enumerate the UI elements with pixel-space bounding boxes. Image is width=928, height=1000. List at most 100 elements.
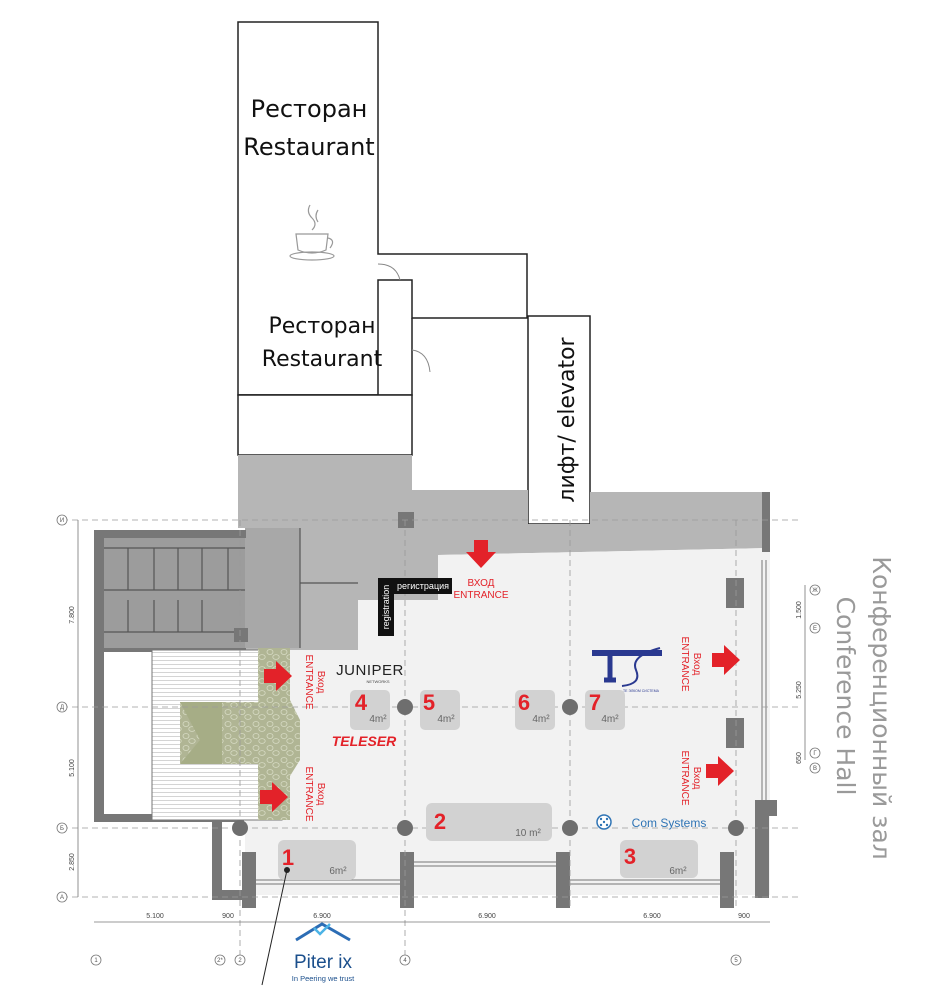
booth-area: 6m² [669,866,687,877]
entrance-right-upper: Вход ENTRANCE [679,636,740,692]
coffee-cup-icon [289,204,335,261]
entrance-right-upper-ru: Вход [691,653,702,676]
dim-left-3: 2.850 [69,853,76,871]
conference-hall-label: Конференционный зал Conference Hall [831,556,896,860]
conference-hall-ru: Конференционный зал [867,556,896,860]
teleser-logo: TELESER [332,733,397,749]
entrance-right-lower-ru: Вход [691,767,702,790]
axis-markers: И Д Б А Ж Е Г В 1 2* 2 4 5 [56,514,821,966]
dimension-lines [77,520,806,923]
booth-4[interactable]: 4 4m² [350,690,390,730]
axis-row-2: Д [60,705,64,711]
dim-bottom-1: 5.100 [146,913,164,920]
axis-row-4: А [60,895,64,901]
registration-en: registration [381,585,391,630]
booth-2[interactable]: 2 10 m² [426,803,552,841]
juniper-sub: NETWORKS [366,679,389,684]
axis-col-3: 2 [238,958,242,964]
dim-left-2: 5.100 [69,759,76,777]
restaurant-lower-en: Restaurant [262,347,383,372]
axis-row-1: И [60,518,64,524]
axis-right-2: Е [813,626,817,632]
dim-bottom-4: 6.900 [478,913,496,920]
juniper-logo: JUNIPER NETWORKS [336,662,404,684]
booth-number: 6 [518,690,530,715]
booth-3[interactable]: 3 6m² [620,840,698,878]
restaurant-lower-label: Ресторан Restaurant [262,314,383,372]
elevator-shaft [527,315,591,525]
booth-5[interactable]: 5 4m² [420,690,460,730]
booth-number: 1 [282,845,294,870]
entrance-arrow [264,661,292,691]
column [397,699,413,715]
comsystems-logo: Com Systems [596,814,706,830]
booth-area: 4m² [437,714,455,725]
booth-area: 4m² [532,714,550,725]
entrance-arrow [260,782,288,812]
booth-1[interactable]: 1 6m² [278,840,356,880]
dim-right-3: 650 [796,752,803,764]
entrance-arrow [706,756,734,786]
column [232,820,248,836]
walls [94,492,777,908]
entrance-arrow [466,540,496,568]
dim-bottom-6: 900 [738,913,750,920]
main-hall [245,548,770,895]
juniper-name: JUNIPER [336,662,404,679]
entrance-arrow [712,645,740,675]
column [728,820,744,836]
entrance-left-lower-ru: Вход [315,783,326,806]
booth-area: 4m² [601,714,619,725]
entrance-left-lower-en: ENTRANCE [303,766,314,821]
axis-row-3: Б [60,826,64,832]
elevator-label: лифт/ elevator [555,336,580,502]
axis-col-4: 4 [403,958,407,964]
dim-right-2: 5.250 [796,681,803,699]
booth-number: 2 [434,809,446,834]
column [562,699,578,715]
registration-desk: регистрация registration [378,578,452,636]
booth-number: 3 [624,844,636,869]
entrance-right-lower-en: ENTRANCE [679,750,690,805]
tc-logo: ТЕ ЭЛКОМ СИСТЕМА [592,647,662,693]
piterix-pointer-dot [284,867,290,873]
piterix-logo: Piter ix In Peering we trust [292,922,355,983]
entrance-left-upper-ru: Вход [315,671,326,694]
tc-caption: ТЕ ЭЛКОМ СИСТЕМА [623,689,660,693]
axis-col-5: 5 [734,958,738,964]
booth-number: 4 [355,690,368,715]
booth-6[interactable]: 6 4m² [515,690,555,730]
entrance-top-en: ENTRANCE [453,590,508,601]
restaurant-upper-label: Ресторан Restaurant [243,95,374,161]
axis-right-3: Г [813,751,817,757]
booth-number: 7 [589,690,601,715]
entrance-right-lower: Вход ENTRANCE [679,750,734,806]
column [562,820,578,836]
axis-right-1: Ж [812,588,818,594]
toilet-block [104,528,358,648]
entrance-left-upper-en: ENTRANCE [303,654,314,709]
conference-hall-en: Conference Hall [831,597,860,796]
booth-7[interactable]: 7 4m² [585,690,625,730]
axis-right-4: В [813,766,817,772]
columns [232,699,744,836]
piterix-tagline: In Peering we trust [292,974,355,983]
column [397,820,413,836]
booth-area: 6m² [329,866,347,877]
restaurant-lower-ru: Ресторан [268,314,375,339]
corridor-area [94,455,770,650]
entrance-right-upper-en: ENTRANCE [679,636,690,691]
dim-bottom-5: 6.900 [643,913,661,920]
booth-area: 10 m² [515,828,541,839]
piterix-pointer-line [261,869,288,986]
dim-bottom-2: 900 [222,913,234,920]
piterix-name: Piter ix [294,952,353,973]
dim-right-1: 1.500 [796,601,803,619]
entrance-left-upper: Вход ENTRANCE [264,654,326,710]
dim-left-1: 7.800 [69,606,76,624]
restaurant-block [237,21,528,456]
restaurant-upper-ru: Ресторан [251,95,368,123]
axis-col-2: 2* [217,958,223,964]
entrance-top-ru: ВХОД [468,578,495,589]
